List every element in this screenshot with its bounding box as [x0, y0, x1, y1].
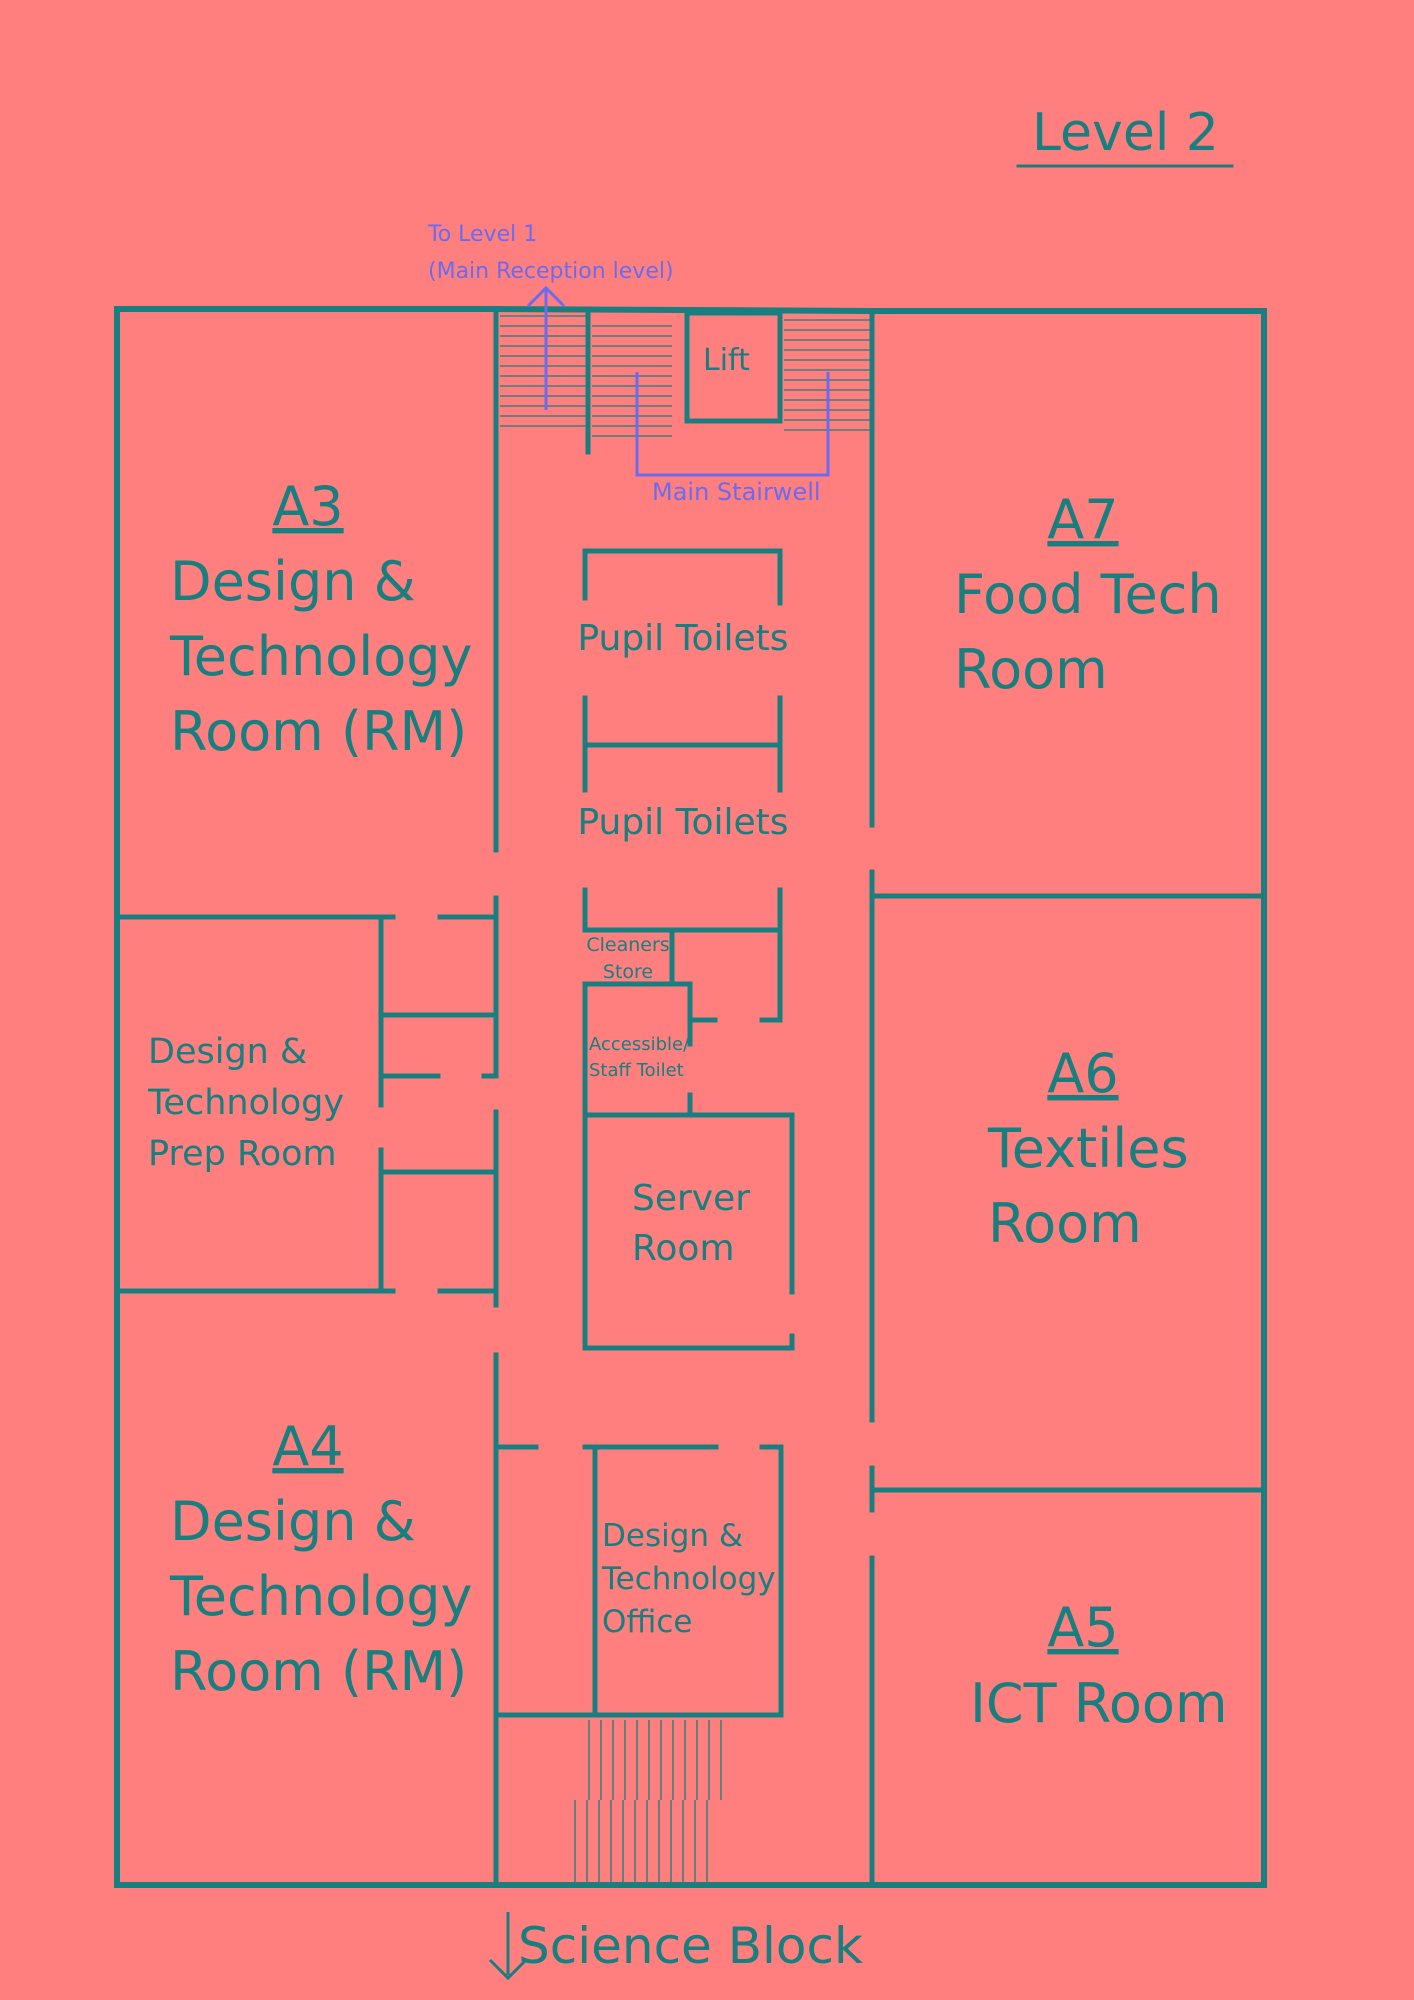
- cleaners-store-line1: Cleaners: [586, 934, 669, 956]
- room-prep-line1: Design &: [148, 1032, 307, 1072]
- exit-science-block[interactable]: Science Block: [488, 1912, 863, 1981]
- room-a4-line2: Technology: [169, 1565, 472, 1628]
- server-room-line1: Server: [632, 1178, 750, 1219]
- room-prep-line3: Prep Room: [148, 1134, 337, 1174]
- dt-office-line1: Design &: [602, 1518, 743, 1554]
- main-stairwell: [500, 309, 872, 455]
- pupil-toilets-upper-label: Pupil Toilets: [577, 618, 788, 659]
- room-a5-code: A5: [1047, 1596, 1118, 1659]
- main-reception-label: (Main Reception level): [428, 259, 674, 284]
- room-a3-line3: Room (RM): [170, 700, 467, 763]
- room-a6-line1: Textiles: [987, 1117, 1189, 1180]
- room-a3-line1: Design &: [170, 550, 416, 613]
- to-level-1-label: To Level 1: [427, 222, 537, 247]
- outer-walls: [114, 305, 1267, 1888]
- lower-stair: [574, 1720, 722, 1882]
- main-stairwell-label: Main Stairwell: [652, 478, 821, 506]
- room-a3[interactable]: A3 Design & Technology Room (RM): [169, 475, 472, 763]
- room-a3-code: A3: [272, 475, 343, 538]
- stair-flight-left: [500, 315, 586, 427]
- accessible-toilet-line2: Staff Toilet: [589, 1060, 684, 1081]
- room-a5[interactable]: A5 ICT Room: [970, 1596, 1228, 1735]
- room-prep[interactable]: Design & Technology Prep Room: [147, 1032, 344, 1174]
- room-prep-line2: Technology: [147, 1083, 344, 1123]
- right-wing-walls: [869, 308, 1267, 1888]
- room-a7-line2: Room: [954, 638, 1108, 701]
- accessible-toilet-line1: Accessible/: [589, 1034, 690, 1055]
- room-a7[interactable]: A7 Food Tech Room: [954, 488, 1222, 701]
- pupil-toilets-lower-label: Pupil Toilets: [577, 802, 788, 843]
- cleaners-store-line2: Store: [603, 961, 653, 983]
- left-wing-walls: [114, 306, 499, 1888]
- stair-annotation: To Level 1 (Main Reception level) Main S…: [427, 222, 830, 506]
- room-a7-code: A7: [1047, 488, 1118, 551]
- room-a6-line2: Room: [988, 1192, 1142, 1255]
- level-title: Level 2: [1032, 103, 1219, 163]
- arrow-up-icon: [526, 285, 566, 308]
- science-block-label: Science Block: [518, 1917, 863, 1975]
- dt-office-line3: Office: [602, 1604, 693, 1640]
- lift-label: Lift: [703, 343, 750, 378]
- dt-office-line2: Technology: [601, 1561, 776, 1597]
- central-core-walls: [493, 548, 795, 1718]
- room-a7-line1: Food Tech: [954, 563, 1222, 626]
- arrow-down-icon: [488, 1912, 528, 1981]
- server-room-line2: Room: [632, 1228, 735, 1269]
- room-a3-line2: Technology: [169, 625, 472, 688]
- room-a5-line1: ICT Room: [970, 1672, 1228, 1735]
- room-a6[interactable]: A6 Textiles Room: [987, 1042, 1189, 1255]
- lift-shaft: [684, 310, 783, 424]
- room-a4-line1: Design &: [170, 1490, 416, 1553]
- room-a4-code: A4: [272, 1415, 343, 1478]
- stair-flight-middle: [592, 325, 672, 437]
- room-a4-line3: Room (RM): [170, 1640, 467, 1703]
- room-a6-code: A6: [1047, 1042, 1118, 1105]
- room-a4[interactable]: A4 Design & Technology Room (RM): [169, 1415, 472, 1703]
